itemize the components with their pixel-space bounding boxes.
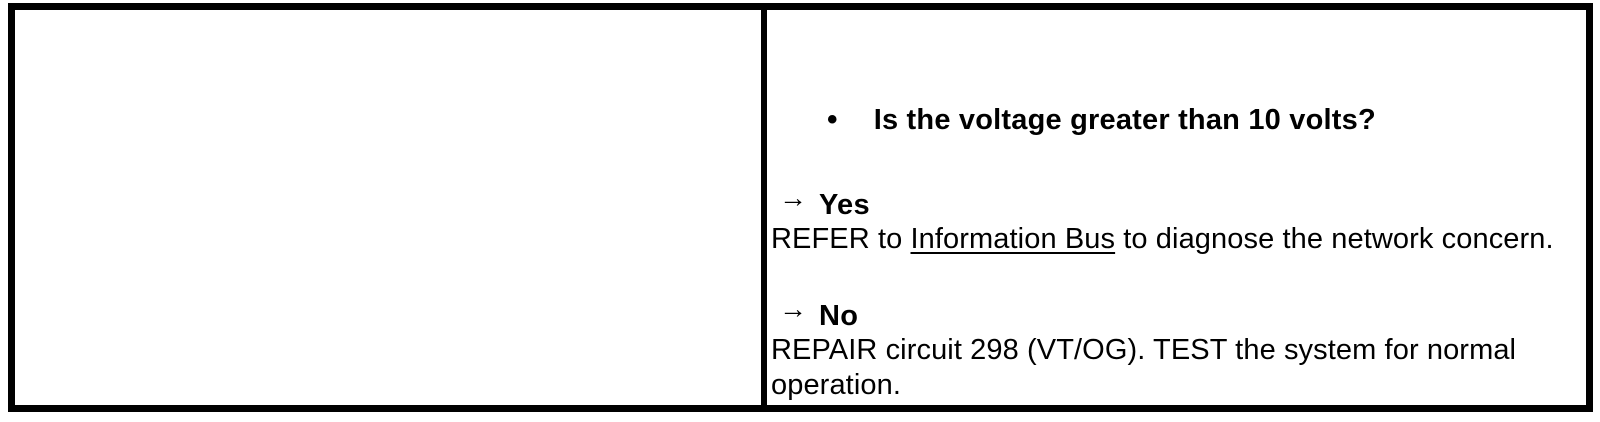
question-row: • Is the voltage greater than 10 volts?	[827, 102, 1578, 138]
no-branch-label-row: → No	[771, 293, 1578, 333]
yes-action-text: REFER to Information Bus to diagnose the…	[771, 222, 1578, 257]
pinpoint-test-table: • Is the voltage greater than 10 volts? …	[8, 3, 1593, 412]
yes-action-suffix: to diagnose the network concern.	[1115, 223, 1554, 255]
table-cell-right: • Is the voltage greater than 10 volts? …	[761, 10, 1586, 405]
right-arrow-icon: →	[779, 182, 807, 213]
no-label: No	[819, 300, 859, 332]
information-bus-link[interactable]: Information Bus	[910, 223, 1116, 255]
yes-label: Yes	[819, 189, 870, 221]
table-cell-left-empty	[15, 10, 761, 405]
yes-action-prefix: REFER to	[771, 223, 911, 255]
bullet-icon: •	[827, 103, 838, 136]
yes-branch-label-row: → Yes	[771, 182, 1578, 222]
no-action-text: REPAIR circuit 298 (VT/OG). TEST the sys…	[771, 334, 1517, 401]
question-text: Is the voltage greater than 10 volts?	[873, 104, 1376, 136]
right-arrow-icon: →	[779, 293, 807, 324]
